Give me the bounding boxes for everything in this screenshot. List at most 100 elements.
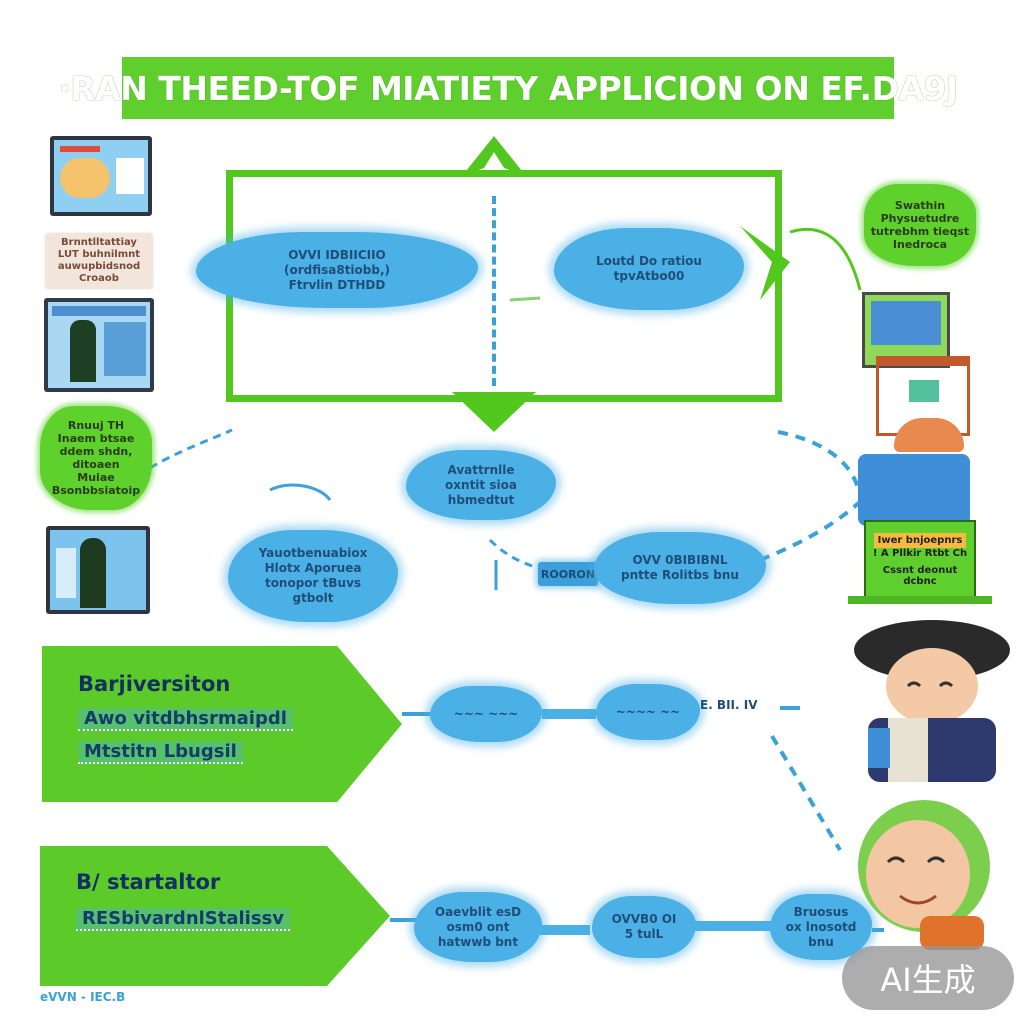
note-green-left-line4: ditoaen — [72, 458, 120, 471]
monitor-screen-2 — [48, 302, 150, 388]
banner-one: Barjiversiton Awo vitdbhsrmaipdl Mtstitn… — [42, 646, 402, 802]
screen-list-icon — [56, 548, 76, 598]
connector-left-upper — [149, 428, 233, 470]
note-stamp-top: Brnntlltattiay LUT buhnilmnt auwupbidsno… — [46, 234, 152, 288]
connector-right-middle — [759, 498, 864, 562]
scarf-icon — [920, 916, 984, 950]
connector-green-curve — [789, 227, 862, 291]
row-two-node-1-line2: osm0 ont — [446, 919, 510, 934]
note-green-left: Rnuuj TH Inaem btsae ddem shdn, ditoaen … — [40, 406, 152, 510]
monitor-screen-3 — [50, 530, 146, 610]
row-two-node-3-line2: ox lnosotd — [785, 919, 857, 934]
kiosk-sign-footer: Cssnt deonut — [882, 565, 958, 576]
row-one-node-3-label: E. BII. IV — [700, 698, 758, 712]
face-green-icon — [866, 820, 970, 928]
row-one-node-3: E. BII. IV — [700, 698, 784, 718]
kiosk-sign: Iwer bnjoepnrs ! A Pllkir Rtbt Ch Cssnt … — [864, 520, 976, 600]
kiosk-sign-icon — [909, 380, 939, 402]
note-green-left-line1: Rnuuj TH — [67, 419, 125, 432]
screen-header-bar — [52, 306, 146, 316]
person-figure-icon — [70, 320, 96, 382]
screen-bar-1 — [60, 146, 100, 152]
note-green-right-line2: Physuetudre — [880, 212, 960, 225]
footer-tag: eVVN - IEC.B — [40, 990, 126, 1004]
middle-node-left-line4: gtbolt — [292, 591, 334, 605]
banner-one-line1: Awo vitdbhsrmaipdl — [78, 708, 293, 731]
kiosk-sign-sub: ! A Pllkir Rtbt Ch — [872, 548, 968, 559]
frame-node-left-line3: Ftrvlin DTHDD — [288, 277, 386, 292]
middle-node-right-line2: pntte Rolitbs bnu — [621, 568, 739, 582]
note-green-left-line6: Bsonbbsiatoip — [51, 484, 141, 497]
monitor-illustration-3 — [46, 526, 150, 614]
ai-generated-badge: AI生成 — [842, 946, 1014, 1010]
kiosk-sign-footer2: dcbnc — [903, 576, 937, 587]
middle-node-right: OVV 0BIBIBNL pntte Rolitbs bnu — [594, 532, 766, 604]
kiosk-screen-illustration — [862, 292, 950, 368]
note-stamp-top-line3: auwupbidsnod — [57, 261, 141, 272]
frame-node-right-line2: tpvAtbo00 — [613, 269, 685, 283]
note-green-left-line3: ddem shdn, — [59, 445, 133, 458]
kiosk-display-icon — [871, 301, 941, 345]
frame-node-left-line1: OVVI IDBIICIIO — [288, 247, 386, 262]
middle-node-upper-line1: Avattrnlle — [447, 462, 515, 477]
middle-node-box-label: ROORON — [540, 567, 596, 581]
frame-node-right-line1: Loutd Do ratiou — [596, 254, 702, 268]
kiosk-body-illustration — [858, 454, 970, 526]
row-two-node-3-line1: Bruosus — [793, 904, 849, 919]
row-one-node-2-label: ~~~~ ~~ — [615, 704, 681, 719]
banner-one-line2: Mtstitn Lbugsil — [78, 741, 243, 764]
middle-node-right-line1: OVV 0BIBIBNL — [632, 553, 728, 567]
frame-top-arrow — [462, 136, 526, 176]
banner-two-title: B/ startaltor — [76, 870, 221, 894]
row-two-node-1-line1: Oaevblit esD — [434, 904, 522, 919]
row-two-node-2-line1: OVVB0 OI — [611, 912, 677, 926]
title-banner: ·RAN THEED-TOF MIATIETY APPLICION ON EF.… — [58, 57, 958, 119]
banner-two-line1: RESbivardnlStalissv — [76, 908, 291, 931]
connector-arc-left — [269, 483, 332, 501]
monitor-illustration-1 — [50, 136, 152, 216]
person-icon — [60, 158, 110, 198]
banner-two: B/ startaltor RESbivardnlStalissv — [40, 846, 390, 986]
middle-node-upper-line3: hbmedtut — [447, 492, 515, 507]
row-two-node-2: OVVB0 OI 5 tulL — [592, 896, 696, 958]
page-title: ·RAN THEED-TOF MIATIETY APPLICION ON EF.… — [58, 68, 958, 108]
row-one-node-1-label: ~~~ ~~~ — [453, 706, 519, 721]
frame-bottom-arrow — [452, 392, 536, 432]
banner-one-title: Barjiversiton — [78, 672, 231, 696]
connector-down-right — [770, 734, 842, 852]
monitor-illustration-2 — [44, 298, 154, 392]
row-two-node-2-line2: 5 tulL — [624, 927, 664, 941]
row-two-node-1: Oaevblit esD osm0 ont hatwwb bnt — [414, 892, 542, 962]
person-green-icon — [80, 538, 106, 608]
connector-right-upper — [777, 430, 860, 489]
note-green-left-line2: Inaem btsae — [57, 432, 135, 445]
middle-node-left-line3: tonopor tBuvs — [264, 576, 362, 590]
row-one-node-2: ~~~~ ~~ — [596, 684, 700, 740]
middle-node-left: Yauotbenuabiox Hlotx Aporuea tonopor tBu… — [228, 530, 398, 622]
screen-panel-icon — [116, 158, 144, 194]
row-two-node-3-line3: bnu — [808, 934, 834, 949]
row-one-node-1: ~~~ ~~~ — [430, 686, 542, 742]
face-icon — [886, 648, 978, 724]
middle-node-box: ROORON — [538, 562, 598, 586]
note-stamp-top-line2: LUT buhnilmnt — [57, 249, 141, 260]
note-green-right-line1: Swathin — [894, 199, 946, 212]
middle-node-left-line1: Yauotbenuabiox — [258, 546, 368, 560]
kiosk-roof-icon — [894, 418, 964, 452]
note-green-right-line3: tutrebhm tieqst — [870, 225, 970, 238]
cartoon-character-green — [858, 800, 990, 950]
middle-node-left-line2: Hlotx Aporuea — [264, 561, 362, 575]
row-two-node-3: Bruosus ox lnosotd bnu — [770, 894, 872, 960]
screen-table-icon — [104, 322, 146, 376]
frame-node-left: OVVI IDBIICIIO (ordfisa8tiobb,) Ftrvlin … — [196, 232, 478, 308]
note-green-right-line4: Inedroca — [892, 238, 948, 251]
note-stamp-top-line4: Croaob — [79, 273, 119, 284]
monitor-screen-1 — [54, 140, 148, 212]
note-green-right: Swathin Physuetudre tutrebhm tieqst Ined… — [864, 184, 976, 266]
middle-node-upper: Avattrnlle oxntit sioa hbmedtut — [406, 450, 556, 520]
note-stamp-top-line1: Brnntlltattiay — [61, 237, 137, 248]
middle-node-upper-line2: oxntit sioa — [445, 477, 517, 492]
cartoon-character-hat — [854, 620, 1010, 782]
frame-inner-arrow — [509, 296, 541, 302]
